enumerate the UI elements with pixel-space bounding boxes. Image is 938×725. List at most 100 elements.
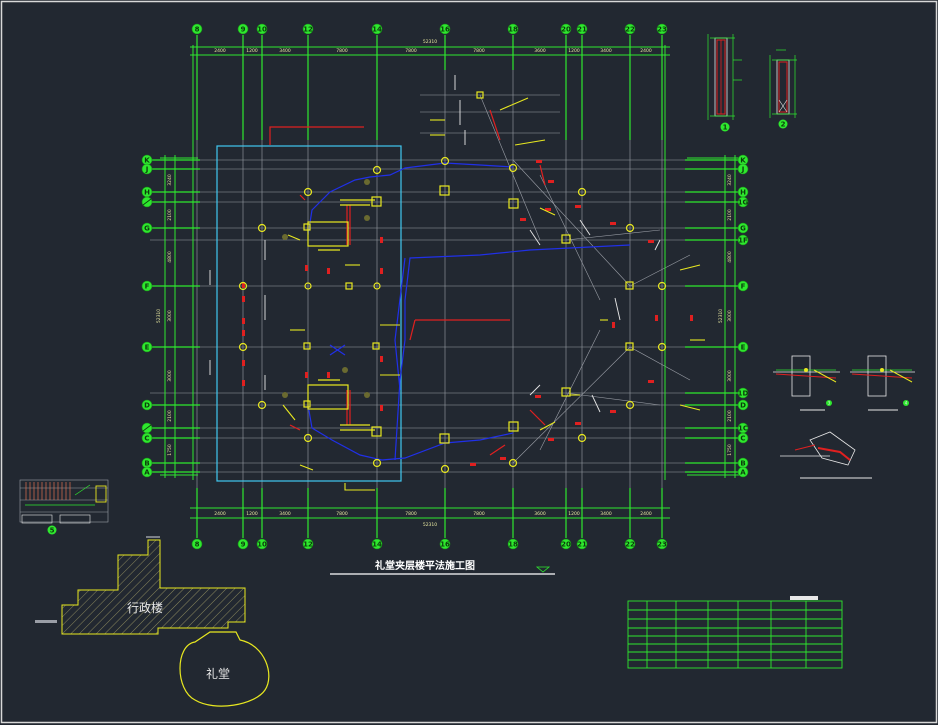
axis-label-bottom-8: 8 — [195, 541, 200, 549]
axis-label-top-14: 14 — [372, 26, 382, 34]
axis-label-left-C: C — [144, 435, 149, 443]
stair-core-walls — [307, 199, 375, 431]
dimension-texts-bottom: 2400 1200 3400 7800 7800 7800 3600 1200 … — [214, 511, 652, 528]
key-plan: 行政楼 礼堂 — [35, 536, 270, 707]
axis-bubble-right-J — [737, 163, 749, 175]
dimension-texts-top: 2400 1200 3400 7800 7800 7800 3600 1200 … — [214, 39, 652, 54]
axis-bubble-left-J — [141, 163, 153, 175]
dim-bottom-1: 2400 — [214, 511, 226, 517]
axis-label-bottom-22: 22 — [625, 541, 635, 549]
dim-left-7: 1750 — [167, 444, 173, 456]
dim-top-6: 7800 — [473, 48, 485, 54]
white-marks — [209, 75, 661, 413]
axis-bubble-right-D — [737, 399, 749, 411]
axis-label-left-J: J — [145, 166, 149, 174]
detail-marker-4 — [903, 400, 909, 406]
main-building-label: 行政楼 — [127, 600, 163, 615]
axis-label-top-20: 20 — [561, 26, 571, 34]
dim-top-7: 3600 — [534, 48, 546, 54]
axis-bubbles-top: 8 9 10 12 14 16 18 20 21 22 23 — [191, 23, 668, 35]
dim-right-4: 3000 — [727, 310, 733, 322]
axis-label-left-B: B — [144, 460, 149, 468]
axis-bubble-right-1D — [737, 387, 749, 399]
axis-bubble-bottom-9 — [237, 538, 249, 550]
axis-extension-stubs — [150, 159, 740, 473]
axis-bubble-right-A — [737, 466, 749, 478]
axis-bubble-bottom-18 — [507, 538, 519, 550]
axis-label-right-K: K — [740, 157, 746, 165]
grid-lines-vertical — [196, 70, 663, 488]
dim-right-5: 3000 — [727, 370, 733, 382]
axis-label-bottom-20: 20 — [561, 541, 571, 549]
axis-extension-lines — [196, 35, 663, 538]
axis-label-top-12: 12 — [303, 26, 313, 34]
axis-label-left-E: E — [145, 344, 150, 352]
dim-left-3: 4800 — [167, 251, 173, 263]
axis-label-top-23: 23 — [657, 26, 667, 34]
axis-bubble-top-20 — [560, 23, 572, 35]
axis-bubble-right-1G — [737, 196, 749, 208]
axis-label-bottom-18: 18 — [508, 541, 518, 549]
axis-bubble-right-1F — [737, 234, 749, 246]
axis-bubble-right-E — [737, 341, 749, 353]
detail-marker-5-label: 5 — [50, 527, 55, 535]
axis-label-right-B: B — [740, 460, 745, 468]
dim-right-6: 2100 — [727, 410, 733, 422]
axis-label-left-G: G — [144, 225, 150, 233]
olive-markers — [282, 179, 370, 398]
circular-columns — [238, 156, 667, 474]
axis-bubble-top-22 — [624, 23, 636, 35]
axis-label-bottom-16: 16 — [440, 541, 450, 549]
elevation-symbol — [535, 566, 551, 573]
axis-bubble-bottom-16 — [439, 538, 451, 550]
axis-bubble-top-8 — [191, 23, 203, 35]
axis-bubble-top-12 — [302, 23, 314, 35]
axis-bubble-bottom-20 — [560, 538, 572, 550]
dim-bottom-3: 3400 — [279, 511, 291, 517]
detail-marker-3-label: 3 — [828, 401, 831, 406]
axis-label-top-10: 10 — [257, 26, 267, 34]
axis-bubble-top-14 — [371, 23, 383, 35]
axis-bubble-bottom-12 — [302, 538, 314, 550]
dim-top-1: 2400 — [214, 48, 226, 54]
column-detail-2: 2 — [769, 49, 797, 129]
axis-label-bottom-14: 14 — [372, 541, 382, 549]
axis-label-bottom-23: 23 — [657, 541, 667, 549]
section-detail-4: 4 — [850, 355, 915, 411]
dimension-frame — [160, 45, 740, 519]
axis-bubble-left-D — [141, 399, 153, 411]
detail-marker-4-label: 4 — [905, 401, 908, 406]
axis-bubbles-bottom: 8 9 10 12 14 16 18 20 21 22 23 — [191, 538, 668, 550]
axis-label-right-1D: 1D — [738, 390, 749, 398]
axis-bubble-bottom-8 — [191, 538, 203, 550]
dim-left-5: 3000 — [167, 370, 173, 382]
axis-label-bottom-21: 21 — [577, 541, 587, 549]
axis-label-right-C: C — [740, 435, 745, 443]
axis-bubble-bottom-10 — [256, 538, 268, 550]
axis-bubble-top-16 — [439, 23, 451, 35]
axis-bubble-bottom-21 — [576, 538, 588, 550]
axis-label-top-9: 9 — [241, 26, 246, 34]
auditorium-label: 礼堂 — [206, 666, 230, 681]
axis-label-bottom-9: 9 — [241, 541, 246, 549]
total-dim-bottom: 52310 — [423, 522, 437, 528]
detail-marker-2-label: 2 — [781, 121, 786, 129]
section-detail-3: 3 — [773, 355, 840, 411]
axis-label-top-18: 18 — [508, 26, 518, 34]
dim-bottom-6: 7800 — [473, 511, 485, 517]
axis-label-right-F: F — [741, 283, 746, 291]
dim-bottom-4: 7800 — [336, 511, 348, 517]
dim-right-3: 4800 — [727, 251, 733, 263]
axis-bubble-right-C — [737, 432, 749, 444]
dim-bottom-9: 3400 — [600, 511, 612, 517]
stair-detail: 5 — [19, 479, 109, 535]
axis-bubble-top-9 — [237, 23, 249, 35]
total-dim-top: 52310 — [423, 39, 437, 45]
auditorium-outline — [179, 631, 270, 707]
axis-label-left-F: F — [145, 283, 150, 291]
axis-bubble-left-F — [141, 280, 153, 292]
detail-marker-3 — [826, 400, 832, 406]
detail-marker-1-label: 1 — [723, 124, 728, 132]
axis-bubbles-left: K J H G F E D C B A — [141, 154, 153, 478]
